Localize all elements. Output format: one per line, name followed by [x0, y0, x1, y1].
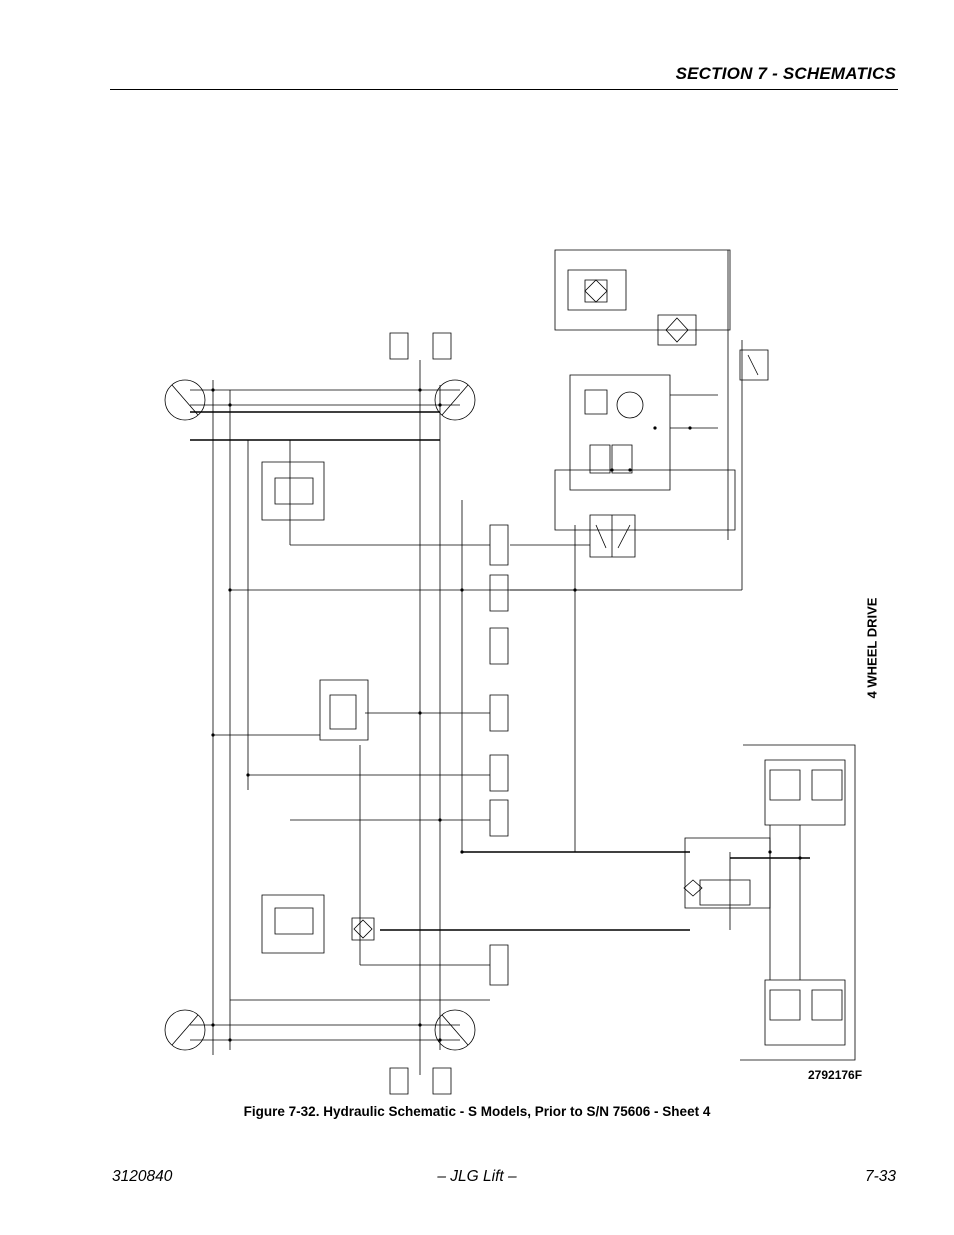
doc-number: 3120840 [112, 1168, 173, 1185]
section-title: SECTION 7 - SCHEMATICS [675, 64, 896, 83]
publisher: – JLG Lift – [437, 1168, 517, 1185]
figure-caption: Figure 7-32. Hydraulic Schematic - S Mod… [243, 1104, 711, 1119]
page-number: 7-33 [864, 1168, 896, 1185]
side-label: 4 WHEEL DRIVE [864, 597, 880, 699]
drawing-number: 2792176F [808, 1068, 863, 1082]
header-rule [110, 89, 898, 90]
